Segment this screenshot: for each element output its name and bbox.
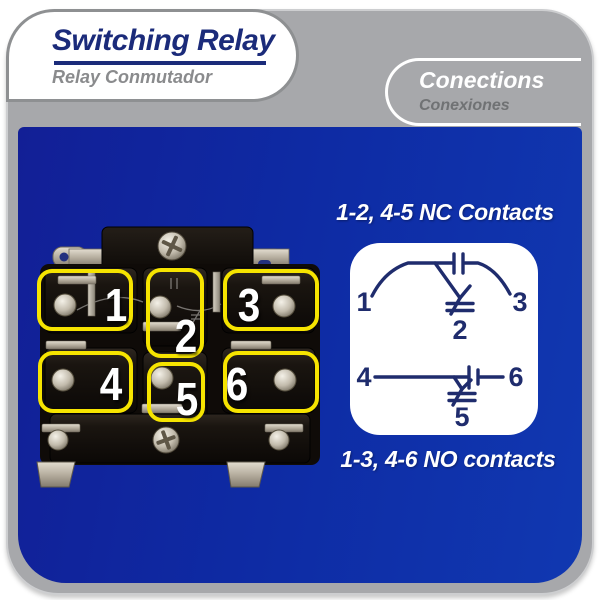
terminal-highlight-2 <box>146 268 204 358</box>
terminal-number: 6 <box>225 358 249 410</box>
terminal-highlight-4 <box>38 351 133 413</box>
terminal-highlight-1 <box>37 269 133 331</box>
title-plate: Switching Relay Relay Conmutador <box>6 9 299 102</box>
schematic-label-3: 3 <box>512 287 527 317</box>
schematic-label-6: 6 <box>508 362 523 392</box>
connections-tab-title: Conections <box>419 67 545 93</box>
schematic-label-2: 2 <box>452 315 467 345</box>
connections-tab-subtitle: Conexiones <box>419 97 510 114</box>
relay-top-screw <box>157 231 187 261</box>
page-subtitle: Relay Conmutador <box>52 67 213 87</box>
terminal-number: 2 <box>174 310 198 362</box>
schematic-label-5: 5 <box>454 402 469 432</box>
terminal-number: 4 <box>99 358 123 410</box>
relay-bottom-screw <box>152 426 180 454</box>
nc-contacts-label: 1-2, 4-5 NC Contacts <box>336 199 554 225</box>
relay-feet <box>36 461 266 488</box>
connections-tab: Conections Conexiones <box>385 58 581 126</box>
page-title: Switching Relay <box>52 24 275 57</box>
terminal-number: 1 <box>104 279 128 331</box>
terminal-highlight-5 <box>147 362 205 422</box>
terminal-highlight-6 <box>223 351 319 413</box>
nc-no-schematic: 1 2 3 4 5 6 <box>356 252 528 432</box>
title-underline <box>54 61 266 65</box>
schematic-box: 1 2 3 4 5 6 <box>350 243 538 435</box>
terminal-number: 5 <box>175 373 199 425</box>
no-contacts-label: 1-3, 4-6 NO contacts <box>340 446 556 472</box>
terminal-highlight-3 <box>223 269 319 331</box>
relay-terminal-rivets <box>47 293 297 451</box>
schematic-label-1: 1 <box>356 287 371 317</box>
relay-blade-terminals <box>41 269 304 433</box>
terminal-number: 3 <box>237 279 261 331</box>
schematic-label-4: 4 <box>356 362 371 392</box>
